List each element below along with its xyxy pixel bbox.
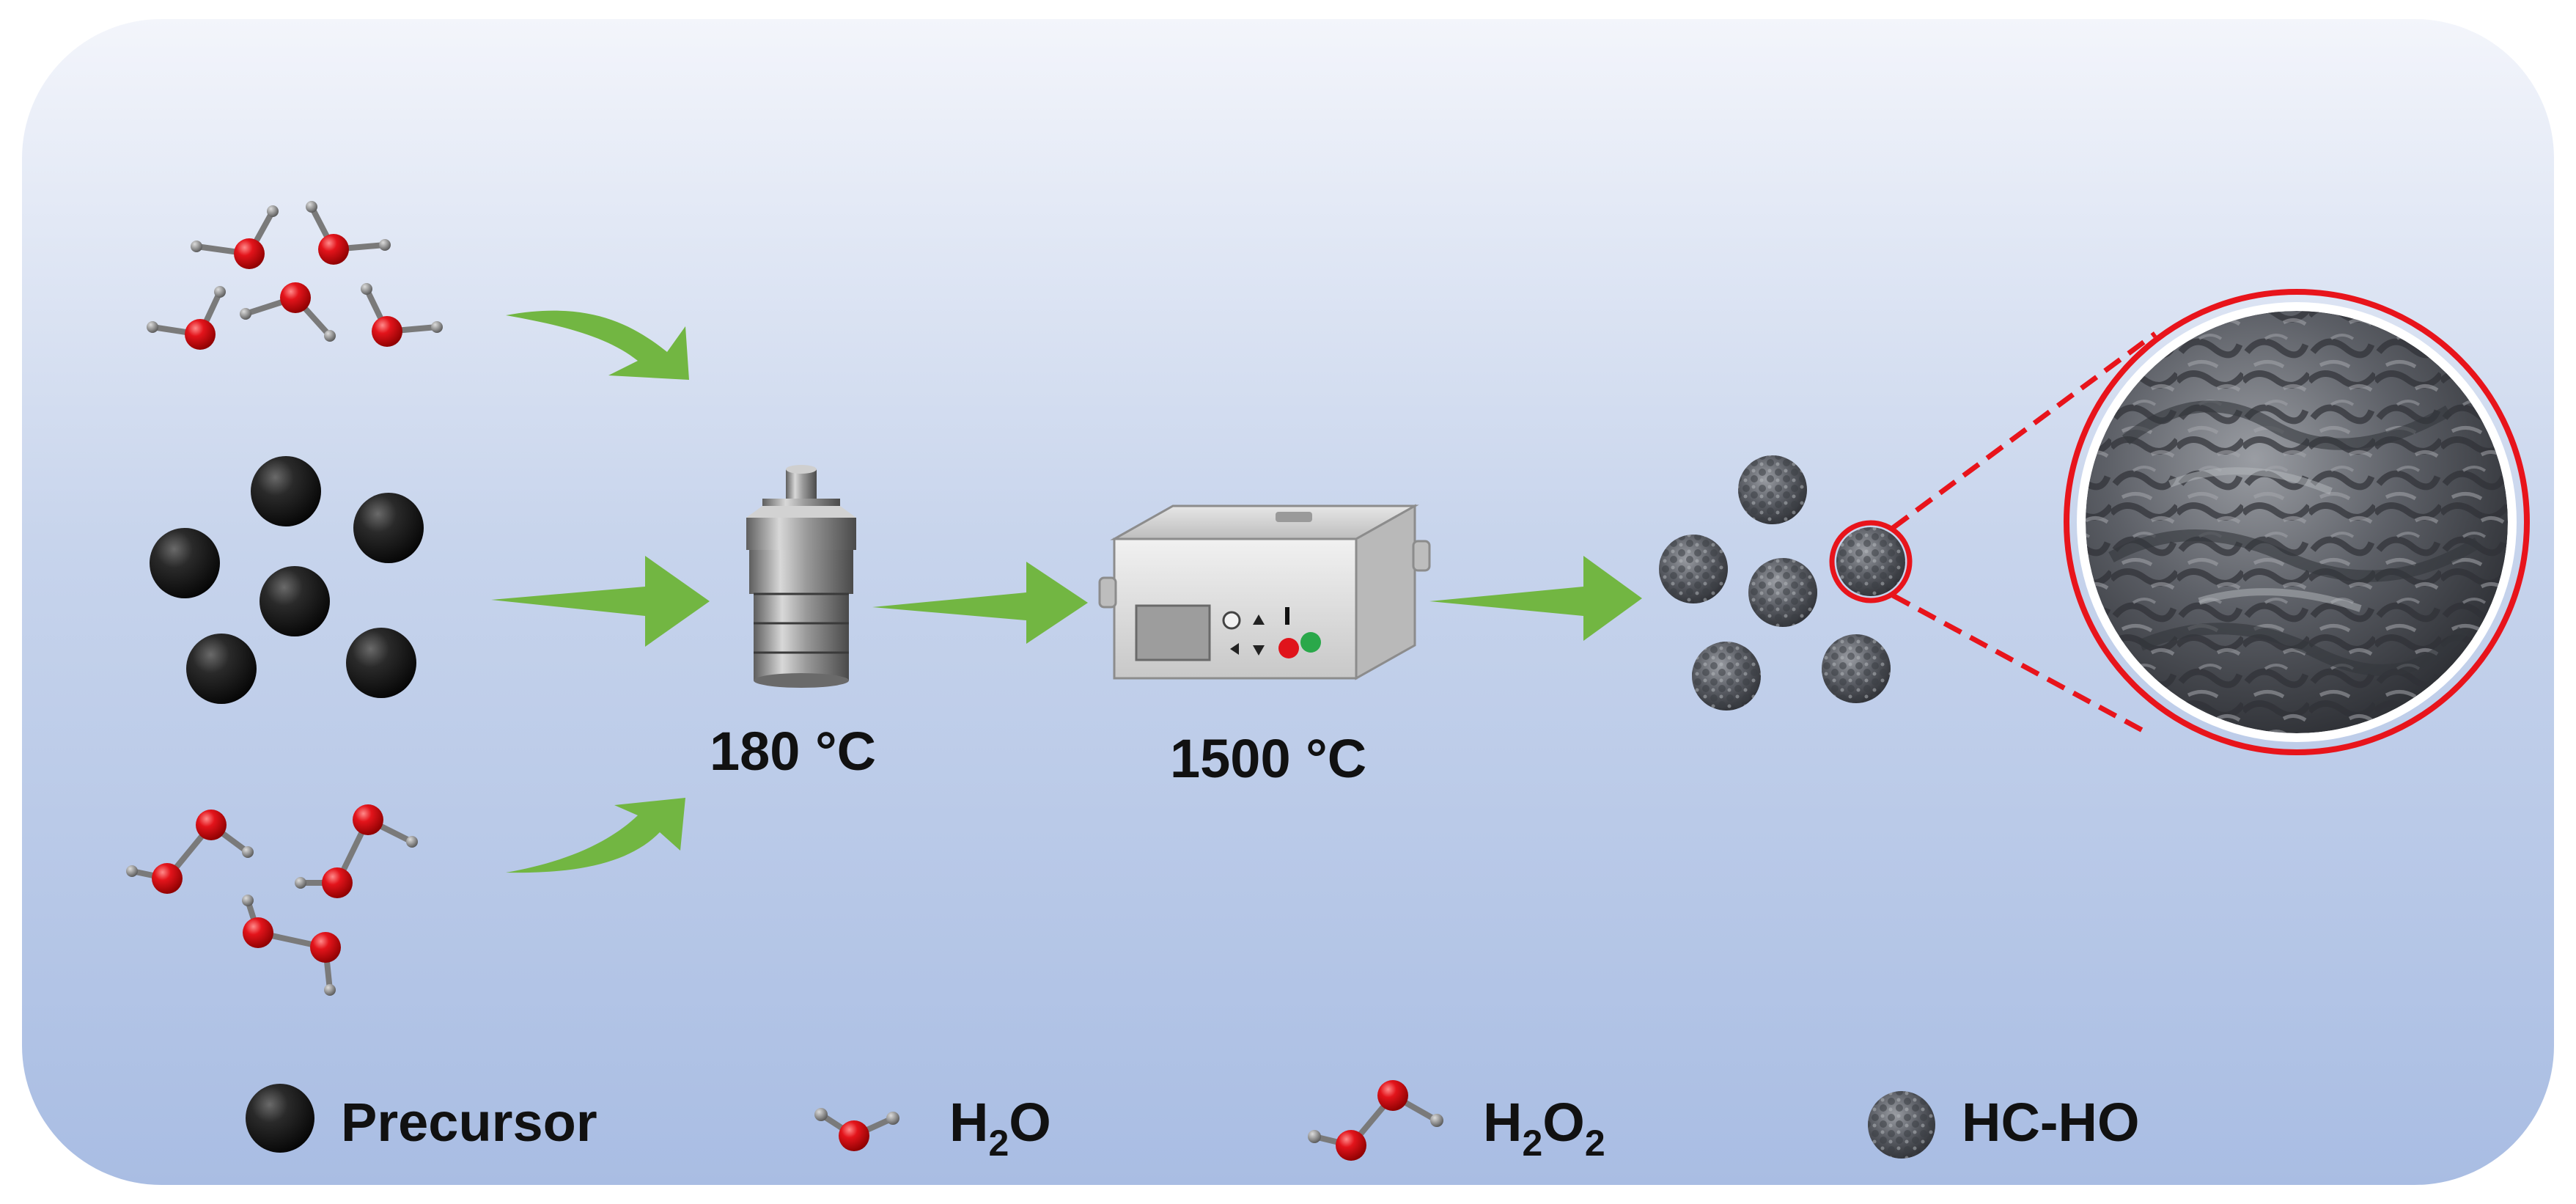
water-molecule	[147, 286, 226, 350]
precursor-sphere	[251, 456, 321, 526]
carbon-particle	[1659, 535, 1728, 603]
legend-peroxide-icon	[1308, 1080, 1443, 1161]
peroxide-molecule	[126, 810, 254, 894]
legend-precursor-icon	[246, 1084, 314, 1153]
legend-water-icon	[814, 1108, 899, 1151]
peroxide-formula-o: O	[1542, 1092, 1585, 1153]
peroxide-molecule	[295, 804, 418, 898]
zoom-line-top	[1891, 331, 2157, 530]
precursor-spheres-group	[150, 456, 424, 704]
water-molecules-group	[147, 201, 443, 350]
zoomed-carbon-particle	[2064, 289, 2530, 755]
arrow-water-to-reactor	[506, 310, 689, 380]
water-formula-subscript: 2	[988, 1123, 1009, 1164]
peroxide-formula-subscript-2: 2	[1584, 1123, 1605, 1164]
legend-precursor-label: Precursor	[341, 1092, 597, 1153]
water-molecule	[361, 283, 443, 347]
peroxide-molecules-group	[126, 804, 418, 996]
hydrothermal-temperature-label: 180 °C	[710, 721, 877, 782]
water-formula-o: O	[1009, 1092, 1051, 1153]
autoclave-icon	[746, 465, 856, 688]
arrow-peroxide-to-reactor	[506, 798, 685, 873]
precursor-sphere	[150, 528, 220, 598]
precursor-sphere	[260, 566, 330, 636]
carbon-particle	[1822, 634, 1891, 703]
carbon-particle	[1738, 455, 1807, 524]
zoom-line-bottom	[1891, 592, 2149, 736]
legend-peroxide-label: H2O2	[1483, 1091, 1605, 1164]
arrow-reactor-to-furnace	[872, 562, 1088, 644]
water-molecule	[191, 205, 279, 269]
arrow-precursor-to-reactor	[491, 556, 710, 647]
pyrolysis-temperature-label: 1500 °C	[1170, 728, 1367, 789]
legend	[246, 1080, 1935, 1161]
highlight-ring-small	[1829, 520, 1913, 603]
carbon-particle	[1748, 558, 1817, 627]
legend-product-label: HC-HO	[1962, 1092, 2140, 1153]
highlighted-carbon-particle	[1836, 527, 1905, 596]
precursor-sphere	[346, 628, 416, 698]
peroxide-molecule	[242, 895, 341, 996]
highlight-ring-large	[2064, 289, 2530, 755]
product-particles-group	[1659, 455, 1913, 711]
water-molecule	[240, 282, 336, 342]
arrow-furnace-to-product	[1429, 556, 1642, 641]
precursor-sphere	[186, 634, 257, 704]
precursor-sphere	[353, 493, 424, 563]
peroxide-formula-h: H	[1483, 1092, 1523, 1153]
water-molecule	[306, 201, 391, 265]
legend-product-icon	[1868, 1091, 1935, 1159]
peroxide-formula-subscript-1: 2	[1522, 1123, 1543, 1164]
legend-water-label: H2O	[949, 1091, 1051, 1164]
carbon-particle	[1692, 642, 1761, 711]
water-formula-h: H	[949, 1092, 989, 1153]
tube-furnace-icon	[1098, 504, 1431, 680]
